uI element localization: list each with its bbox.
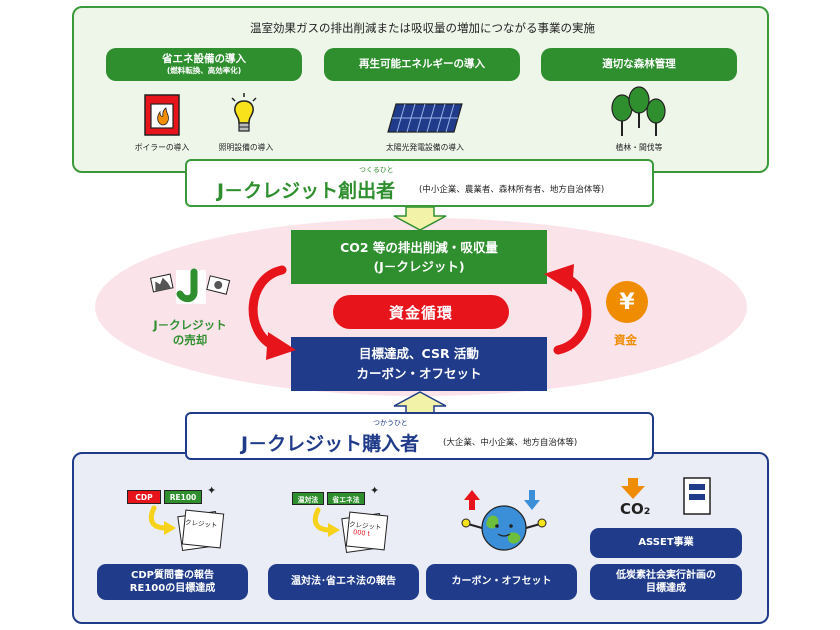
law1-tag: 温対法 — [292, 492, 324, 505]
light-bulb-icon — [231, 93, 257, 132]
buyer-uses-panel: CDP RE100 クレジット ✦ 温対法 省エネ法 クレジット 000 t ✦ — [72, 452, 769, 624]
boiler-icon — [144, 94, 180, 136]
goal-achievement-line2: カーボン・オフセット — [356, 366, 482, 381]
goal-achievement-box: 目標達成、CSR 活動 カーボン・オフセット — [291, 337, 547, 391]
building-icon — [683, 477, 711, 515]
energy-saving-pill: 省エネ設備の導入 (燃料転換、高効率化) — [106, 48, 302, 81]
co2-text: CO₂ — [620, 500, 651, 518]
trees-icon — [611, 86, 666, 136]
law2-tag: 省エネ法 — [327, 492, 365, 505]
creator-projects-panel: 温室効果ガスの排出削減または吸収量の増加につながる事業の実施 省エネ設備の導入 … — [72, 6, 769, 173]
energy-saving-sublabel: (燃料転換、高効率化) — [166, 66, 242, 76]
low-carbon-plan-pill: 低炭素社会実行計画の 目標達成 — [590, 564, 742, 600]
boiler-caption: ボイラーの導入 — [134, 143, 190, 152]
buyer-title: J－クレジット購入者 — [241, 433, 420, 455]
sparkle-icon: ✦ — [370, 484, 380, 497]
j-credit-sale-label-line2: の売却 — [172, 332, 208, 347]
solar-caption: 太陽光発電設備の導入 — [386, 143, 464, 152]
fund-label: 資金 — [614, 333, 637, 347]
carbon-offset-pill: カーボン・オフセット — [426, 564, 577, 600]
earth-offset-icon — [461, 490, 547, 551]
asset-project-label: ASSET事業 — [638, 537, 694, 549]
down-arrow-icon — [393, 207, 447, 231]
emission-reduction-box: CO2 等の排出削減・吸収量 (J－クレジット) — [291, 230, 547, 284]
creator-bar: つくるひと J－クレジット創出者 (中小企業、農業者、森林所有者、地方自治体等) — [185, 159, 654, 207]
creator-title: J－クレジット創出者 — [217, 180, 396, 202]
emission-reduction-line2: (J－クレジット) — [373, 259, 465, 274]
goal-achievement-line1: 目標達成、CSR 活動 — [359, 346, 479, 361]
law-report-label: 温対法･省エネ法の報告 — [291, 576, 396, 588]
solar-panel-icon — [387, 103, 463, 133]
law-document-icon — [312, 507, 389, 554]
fund-circulation-pill: 資金循環 — [333, 295, 509, 329]
re100-tag: RE100 — [164, 490, 202, 504]
buyer-bar: つかうひと J－クレジット購入者 (大企業、中小企業、地方自治体等) — [185, 412, 654, 460]
forest-management-pill: 適切な森林管理 — [541, 48, 737, 81]
creator-note: (中小企業、農業者、森林所有者、地方自治体等) — [419, 185, 605, 195]
j-credit-sale-label: J－クレジット の売却 — [135, 318, 245, 348]
creator-ruby: つくるひと — [359, 166, 394, 174]
low-carbon-plan-line1: 低炭素社会実行計画の — [616, 569, 716, 581]
law-doc-amount: 000 t — [352, 528, 371, 538]
buyer-note: (大企業、中小企業、地方自治体等) — [443, 438, 578, 448]
co2-down-arrow-icon — [621, 478, 645, 499]
report-document-icon — [148, 505, 225, 552]
renewable-energy-pill: 再生可能エネルギーの導入 — [324, 48, 520, 81]
asset-project-pill: ASSET事業 — [590, 528, 742, 558]
renewable-energy-label: 再生可能エネルギーの導入 — [359, 57, 485, 70]
carbon-offset-label: カーボン・オフセット — [451, 576, 552, 588]
projects-title: 温室効果ガスの排出削減または吸収量の増加につながる事業の実施 — [250, 21, 595, 35]
j-credit-sale-icon — [150, 268, 231, 304]
buyer-ruby: つかうひと — [373, 419, 408, 427]
law-report-pill: 温対法･省エネ法の報告 — [268, 564, 419, 600]
cdp-tag: CDP — [127, 490, 161, 504]
cdp-report-line1: CDP質問書の報告 — [131, 569, 214, 581]
sell-arrow-icon — [248, 265, 296, 360]
forest-caption: 植林・間伐等 — [615, 143, 663, 152]
sparkle-icon: ✦ — [207, 484, 217, 497]
lighting-caption: 照明設備の導入 — [218, 143, 274, 152]
low-carbon-plan-line2: 目標達成 — [646, 583, 686, 594]
cdp-report-line2: RE100の目標達成 — [129, 583, 216, 594]
yen-coin-icon: ¥ — [606, 281, 648, 323]
fund-arrow-icon — [544, 264, 592, 355]
energy-saving-label: 省エネ設備の導入 — [162, 53, 246, 66]
j-credit-sale-label-line1: J－クレジット — [153, 318, 227, 332]
cdp-report-pill: CDP質問書の報告 RE100の目標達成 — [97, 564, 248, 600]
forest-management-label: 適切な森林管理 — [602, 57, 676, 70]
emission-reduction-line1: CO2 等の排出削減・吸収量 — [340, 239, 498, 255]
